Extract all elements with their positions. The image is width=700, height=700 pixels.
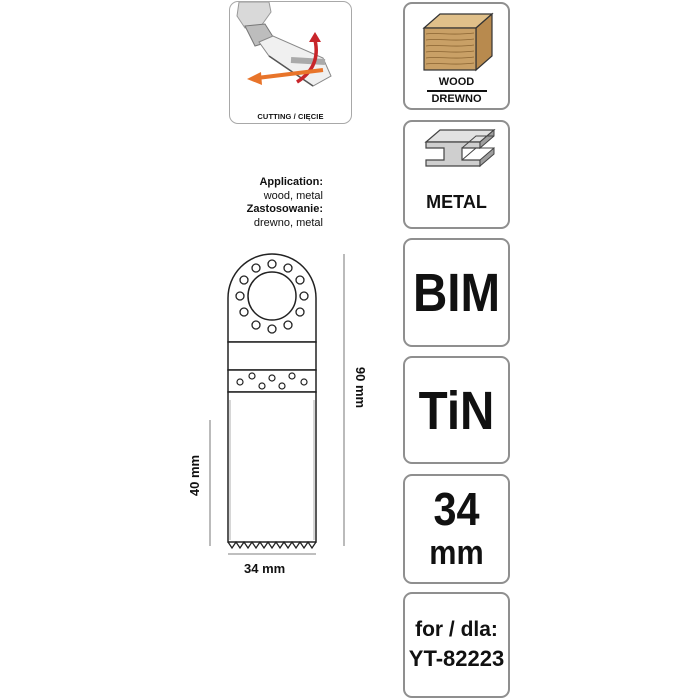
wood-label-en: WOOD [438, 76, 475, 88]
application-heading-en: Application: [259, 176, 323, 188]
wood-block-icon [422, 12, 494, 72]
width-dimension: 34 mm [244, 561, 286, 576]
tin-coating-tile: TiN [403, 356, 510, 464]
for-label: for / dla: [415, 618, 498, 641]
metal-profile-icon [424, 128, 496, 168]
coating-text: TiN [418, 381, 495, 441]
bim-material-tile: BIM [403, 238, 510, 347]
size-unit: mm [429, 534, 484, 572]
cutting-motion-icon [236, 2, 332, 87]
wood-label-divider [426, 90, 487, 92]
size-value: 34 [433, 483, 480, 535]
application-heading-pl: Zastosowanie: [246, 203, 323, 215]
mounting-holes [235, 259, 309, 334]
saw-blade-drawing [209, 253, 345, 555]
application-value-pl: drewno, metal [253, 216, 323, 229]
compatibility-tile: for / dla: YT-82223 [403, 592, 510, 698]
application-value-en: wood, metal [263, 189, 323, 202]
cutting-panel: CUTTING / CIĘCIE [229, 1, 352, 124]
length-dimension: 90 mm [353, 366, 369, 409]
wood-label-pl: DREWNO [431, 92, 482, 105]
wood-tile: WOOD DREWNO [403, 2, 510, 110]
cutting-label: CUTTING / CIĘCIE [257, 112, 324, 121]
material-text: BIM [412, 263, 501, 323]
blade-width-tile: 34 mm [403, 474, 510, 584]
model-number: YT-82223 [408, 646, 505, 671]
application-text: Application: wood, metal Zastosowanie: d… [180, 176, 323, 230]
metal-label: METAL [426, 192, 487, 212]
tooth-section-dimension: 40 mm [187, 454, 203, 497]
metal-tile: METAL [403, 120, 510, 229]
